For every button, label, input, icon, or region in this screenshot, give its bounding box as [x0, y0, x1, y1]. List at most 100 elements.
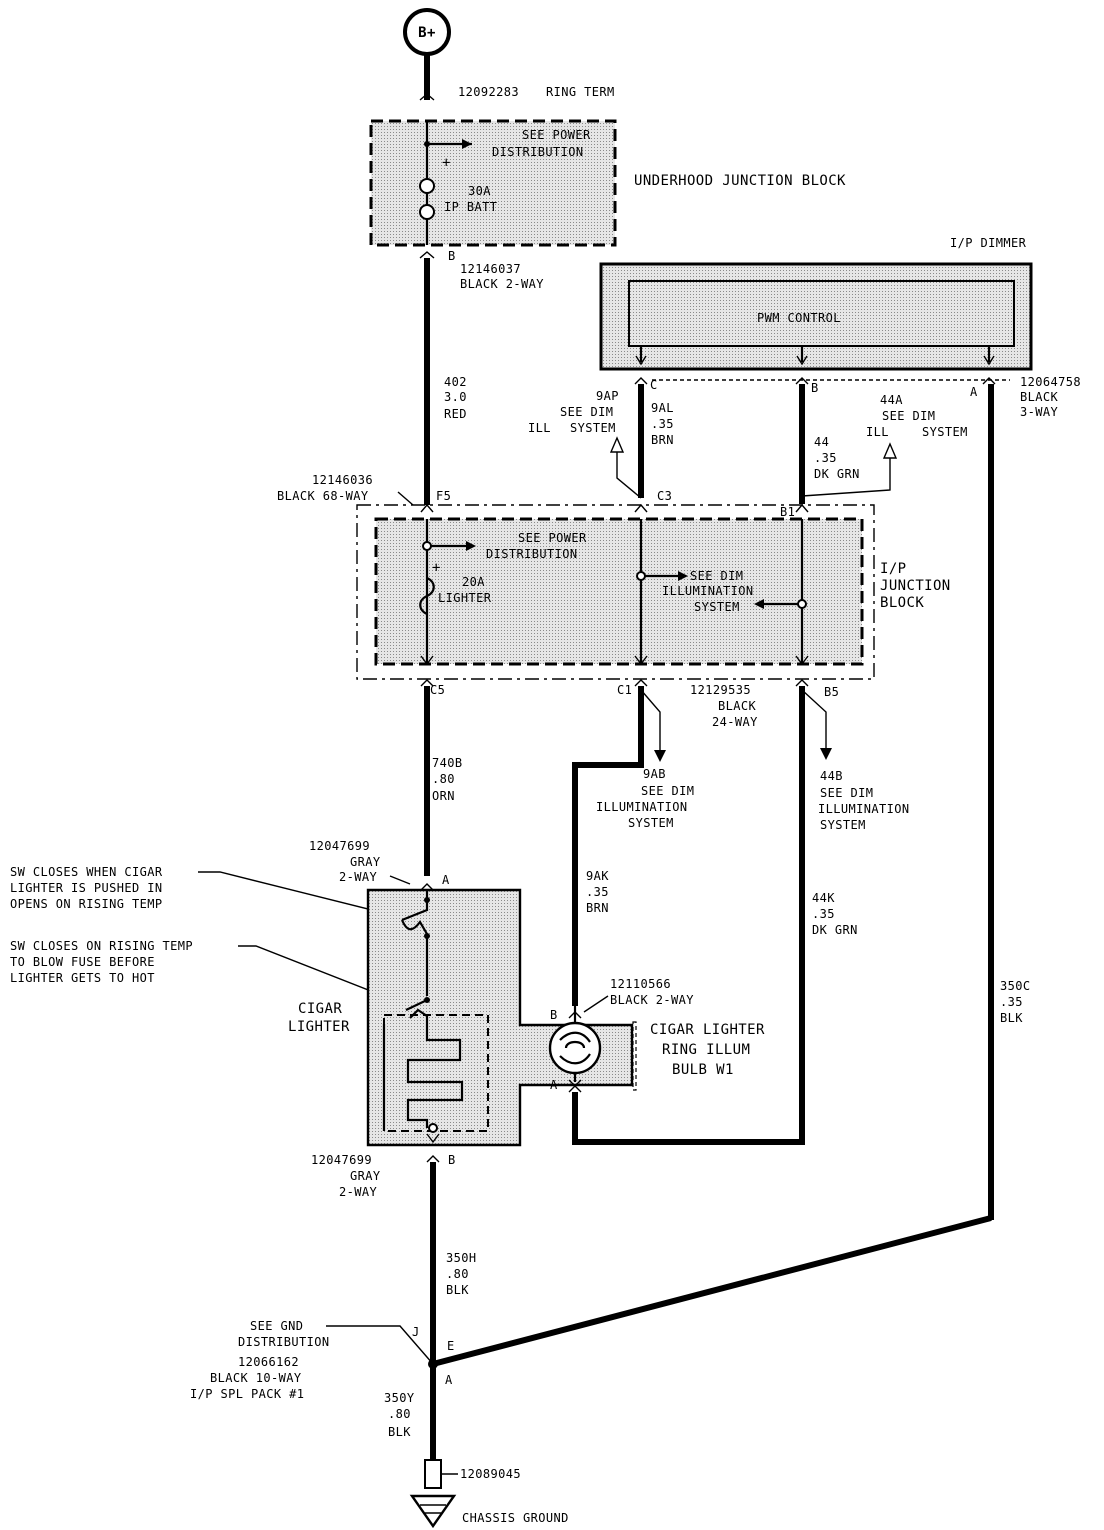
bulb-name-1: CIGAR LIGHTER	[650, 1022, 765, 1038]
sw2-note-1: SW CLOSES ON RISING TEMP	[10, 939, 193, 953]
connector-12146037	[419, 251, 435, 259]
wire-350c-to-splice	[432, 1215, 992, 1367]
wire-9ak	[572, 686, 644, 1006]
w44k-color: DK GRN	[812, 923, 858, 937]
cigar-lighter	[366, 883, 634, 1147]
conn-12110566-part: 12110566	[610, 977, 671, 991]
uhjb-see-power-1: SEE POWER	[522, 128, 591, 142]
conn-12146037-part: 12146037	[460, 262, 521, 276]
splice-desc-1: BLACK 10-WAY	[210, 1371, 302, 1385]
w9ab-branch	[640, 689, 661, 755]
w44b-see-1: SEE DIM	[820, 786, 873, 800]
sw1-note-1: SW CLOSES WHEN CIGAR	[10, 865, 163, 879]
bulb-name-2: RING ILLUM	[662, 1042, 750, 1058]
w44-color: DK GRN	[814, 467, 860, 481]
connector-ring-term	[419, 93, 435, 101]
conn-12146037-desc: BLACK 2-WAY	[460, 277, 544, 291]
chassis-ground-icon	[409, 1459, 457, 1529]
w44b-see-2: ILLUMINATION	[818, 802, 910, 816]
w9ak-gauge: .35	[586, 885, 609, 899]
svg-text:+: +	[432, 560, 441, 576]
uhjb-fuse-name: IP BATT	[444, 200, 497, 214]
conn-12129535-ways: 24-WAY	[712, 715, 758, 729]
w44b-circuit: 44B	[820, 769, 843, 783]
gnd-see-2: DISTRIBUTION	[238, 1335, 330, 1349]
bulb-icon	[548, 1021, 602, 1075]
w740b-gauge: .80	[432, 772, 455, 786]
w9ab-arrow	[654, 750, 666, 762]
w44-circuit: 44	[814, 435, 829, 449]
conn-12064758-color: BLACK	[1020, 390, 1058, 404]
conn-12047699a-color: GRAY	[350, 855, 381, 869]
pin-c3: C3	[657, 489, 672, 503]
conn-12064758-ways: 3-WAY	[1020, 405, 1058, 419]
pin-c1: C1	[617, 683, 632, 697]
dimmer-pin-c: C	[650, 378, 658, 392]
w350y-color: BLK	[388, 1425, 411, 1439]
w44k-circuit: 44K	[812, 891, 835, 905]
w9ab-see-2: ILLUMINATION	[596, 800, 688, 814]
uhjb-pin-b: B	[448, 249, 456, 263]
w44a-see: SEE DIM	[882, 409, 935, 423]
pwm-control-label: PWM CONTROL	[757, 311, 841, 325]
ip-dimmer-label: I/P DIMMER	[950, 236, 1027, 250]
pin-b5: B5	[824, 685, 839, 699]
dimmer-pin-a: A	[970, 385, 978, 399]
ring-term-part: 12092283	[458, 85, 519, 99]
w9ak-color: BRN	[586, 901, 609, 915]
bulb-name-3: BULB W1	[672, 1062, 734, 1078]
w44a-circuit: 44A	[880, 393, 903, 407]
w350h-circuit: 350H	[446, 1251, 477, 1265]
splice-pin-a: A	[445, 1373, 453, 1387]
w350y-gauge: .80	[388, 1407, 411, 1421]
wire-44k	[572, 686, 805, 1145]
w350c-gauge: .35	[1000, 995, 1023, 1009]
ipjb-name-2: JUNCTION	[880, 578, 951, 594]
w402-gauge: 3.0	[444, 390, 467, 404]
dimmer-pin-b: B	[811, 381, 819, 395]
ipjb-name-3: BLOCK	[880, 595, 924, 611]
cigar-lighter-name-1: CIGAR	[298, 1001, 342, 1017]
w44-gauge: .35	[814, 451, 837, 465]
w44b-see-3: SYSTEM	[820, 818, 866, 832]
conn-12047699b-color: GRAY	[350, 1169, 381, 1183]
sw2-leader	[238, 945, 405, 1005]
uhjb-see-power-2: DISTRIBUTION	[492, 145, 584, 159]
ipjb-fuse-name: LIGHTER	[438, 591, 492, 605]
w350c-color: BLK	[1000, 1011, 1023, 1025]
w402-color: RED	[444, 407, 467, 421]
w44a-system: SYSTEM	[922, 425, 968, 439]
pin-f5: F5	[436, 489, 451, 503]
underhood-junction-block-name: UNDERHOOD JUNCTION BLOCK	[634, 173, 846, 189]
conn-12110566-desc: BLACK 2-WAY	[610, 993, 694, 1007]
ipjb-see-dim-3: SYSTEM	[694, 600, 740, 614]
w740b-circuit: 740B	[432, 756, 463, 770]
w9ak-circuit: 9AK	[586, 869, 609, 883]
ground-part: 12089045	[460, 1467, 521, 1481]
w9ab-see-3: SYSTEM	[628, 816, 674, 830]
conn-12146036-part: 12146036	[312, 473, 373, 487]
splice-pin-j: J	[412, 1325, 420, 1339]
w9ab-see-1: SEE DIM	[641, 784, 694, 798]
ground-name: CHASSIS GROUND	[462, 1511, 569, 1525]
cigar-pin-b: B	[448, 1153, 456, 1167]
w9ap-system: SYSTEM	[570, 421, 616, 435]
w9ap-arrow	[609, 436, 625, 453]
sw1-note-3: OPENS ON RISING TEMP	[10, 897, 163, 911]
w9ap-circuit: 9AP	[596, 389, 619, 403]
w402-circuit: 402	[444, 375, 467, 389]
w350h-color: BLK	[446, 1283, 469, 1297]
cigar-lighter-name-2: LIGHTER	[288, 1019, 350, 1035]
w350h-gauge: .80	[446, 1267, 469, 1281]
ipjb-see-power-1: SEE POWER	[518, 531, 587, 545]
conn-12129535-color: BLACK	[718, 699, 756, 713]
gnd-leader	[326, 1325, 434, 1365]
w44b-arrow	[820, 748, 832, 760]
ipjb-see-power-2: DISTRIBUTION	[486, 547, 578, 561]
splice-desc-2: I/P SPL PACK #1	[190, 1387, 304, 1401]
conn-12047699a-part: 12047699	[309, 839, 370, 853]
pin-b1: B1	[780, 505, 795, 519]
w9al-circuit: 9AL	[651, 401, 674, 415]
bulb-pin-a: A	[550, 1078, 558, 1092]
